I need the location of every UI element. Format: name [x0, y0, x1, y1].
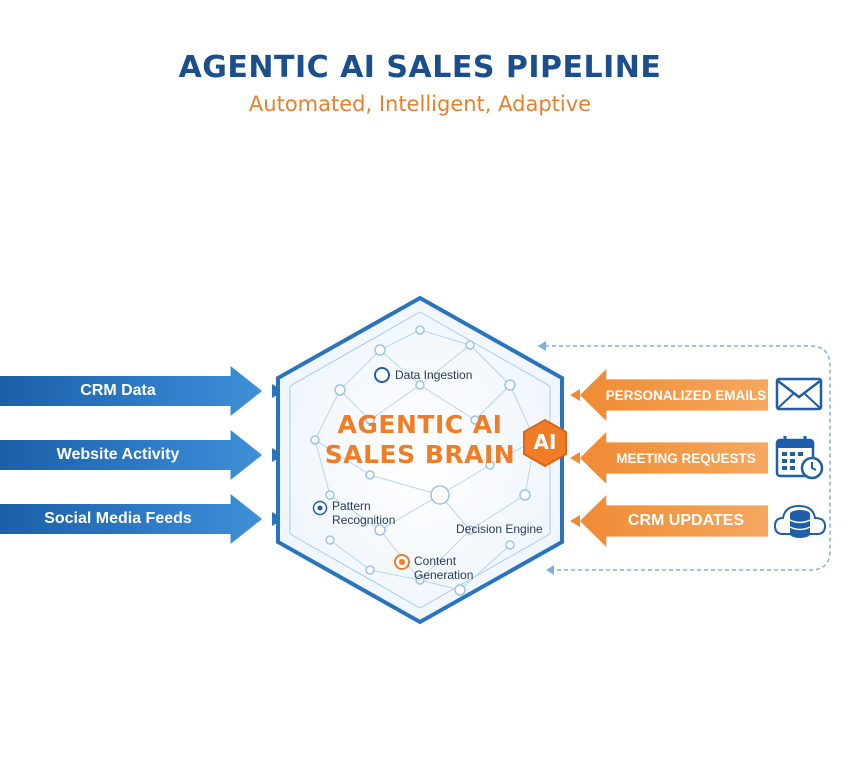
neural-network-nodes	[310, 325, 540, 596]
input-arrow-website-activity: Website Activity	[0, 430, 262, 480]
output-pointer-2	[570, 452, 580, 464]
database-cloud-icon	[773, 504, 827, 538]
input-arrow-crm-data: CRM Data	[0, 366, 262, 416]
feedback-loop-lines	[538, 341, 831, 575]
input-arrow-social-media-feeds: Social Media Feeds	[0, 494, 262, 544]
node-label-content-generation-2: Generation	[414, 568, 474, 582]
hexagon-outer	[276, 295, 564, 625]
hexagon-inner	[289, 311, 551, 609]
node-label-pattern-recognition-1: Pattern	[332, 499, 371, 513]
envelope-icon	[775, 377, 823, 411]
output-pointer-1	[570, 389, 580, 401]
neural-network-lines	[314, 329, 536, 591]
output-label-personalized-emails: PERSONALIZED EMAILS	[605, 387, 767, 403]
brain-title-line-1: AGENTIC AI	[337, 410, 503, 439]
brain-hexagon	[276, 295, 564, 625]
input-label-crm-data: CRM Data	[80, 382, 156, 399]
ai-badge-label: AI	[533, 430, 557, 454]
brain-title-line-2: SALES BRAIN	[324, 440, 516, 469]
ai-badge: AI	[520, 418, 570, 468]
data-ingestion-node-icon	[374, 367, 390, 383]
page-title: AGENTIC AI SALES PIPELINE	[178, 50, 662, 85]
feedback-arrowhead-top	[538, 341, 546, 351]
output-label-crm-updates: CRM UPDATES	[627, 512, 745, 529]
content-generation-node-icon	[394, 554, 410, 570]
node-label-content-generation-1: Content	[414, 554, 457, 568]
feedback-arrowhead-bottom	[546, 565, 554, 575]
ai-badge-hexagon-icon	[523, 418, 567, 468]
output-pointer-3	[570, 515, 580, 527]
output-label-meeting-requests: MEETING REQUESTS	[616, 450, 756, 466]
node-label-data-ingestion: Data Ingestion	[395, 368, 473, 382]
page-subtitle: Automated, Intelligent, Adaptive	[248, 92, 592, 116]
calendar-icon	[775, 436, 824, 480]
node-label-decision-engine: Decision Engine	[456, 522, 543, 536]
input-label-social-media-feeds: Social Media Feeds	[44, 510, 192, 527]
pattern-recognition-node-icon	[312, 500, 328, 516]
node-label-pattern-recognition-2: Recognition	[332, 513, 396, 527]
input-label-website-activity: Website Activity	[56, 446, 180, 463]
